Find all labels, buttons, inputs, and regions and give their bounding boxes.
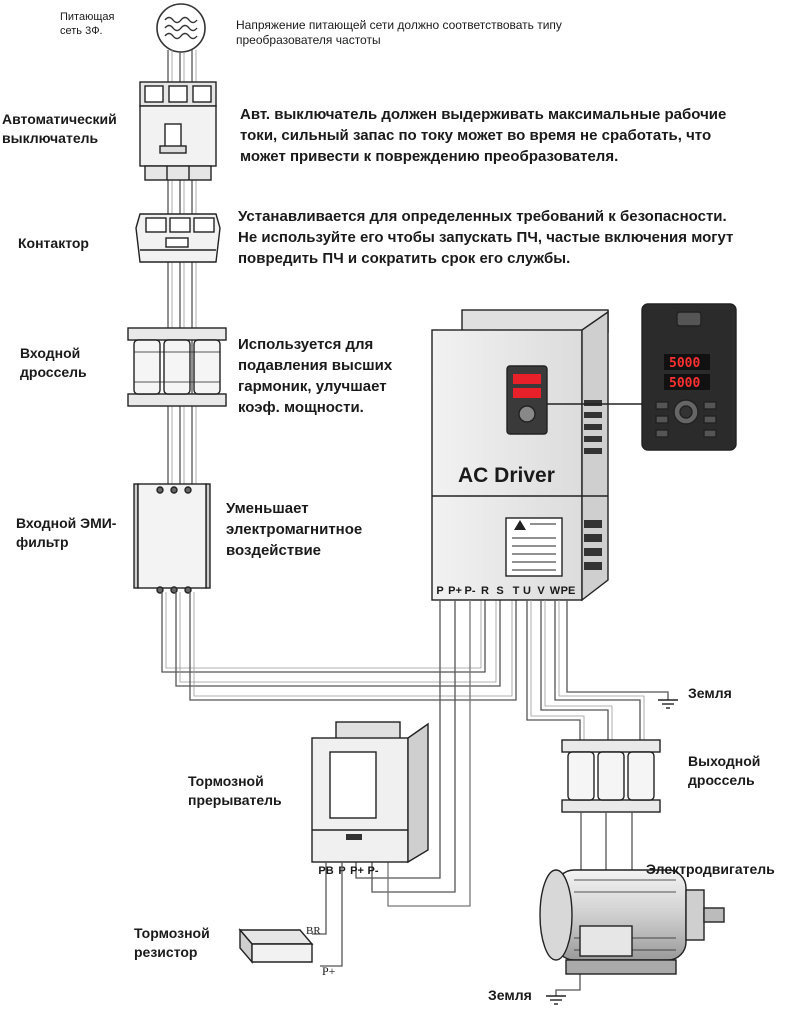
desc-contactor: Устанавливается для определенных требова… — [238, 208, 734, 267]
label-brake-chopper: Тормозной прерыватель — [188, 773, 282, 808]
drive-to-output-reactor-wires — [526, 600, 645, 748]
ground-symbol-2 — [546, 960, 581, 1005]
drive-terminal-v: V — [537, 585, 545, 597]
desc-emi-filter: Уменьшает электромагнитное воздействие — [226, 500, 363, 559]
desc-supply: Напряжение питающей сети должно соответс… — [236, 18, 562, 47]
drive-title: AC Driver — [458, 464, 555, 487]
contactor — [135, 213, 221, 263]
label-supply: Питающая сеть 3Ф. — [60, 11, 115, 37]
label-brake-resistor: Тормозной резистор — [134, 925, 210, 960]
chopper-to-resistor-wires — [312, 862, 343, 967]
drive-terminal-w: W — [550, 585, 561, 597]
remote-keypad — [641, 303, 737, 451]
drive-terminal-pminus: P- — [465, 585, 476, 597]
brake-resistor — [238, 928, 314, 964]
keypad-display-1: 5000 — [669, 356, 700, 371]
ground-symbol-1 — [566, 600, 678, 709]
desc-input-reactor: Используется для подавления высших гармо… — [238, 336, 393, 416]
resistor-label-p: P+ — [322, 964, 336, 978]
label-motor: Электродвигатель — [646, 861, 775, 877]
drive-terminal-u: U — [523, 585, 531, 597]
filter-to-drive-wires — [161, 592, 517, 701]
dc-bus-wires — [355, 600, 471, 907]
label-ground-2: Земля — [488, 987, 532, 1003]
chopper-terminal-pplus: P+ — [350, 865, 364, 877]
input-reactor — [127, 327, 227, 407]
drive-terminal-pplus: P+ — [448, 585, 462, 597]
keypad-display-2: 5000 — [669, 376, 700, 391]
circuit-breaker — [139, 81, 217, 181]
label-ground-1: Земля — [688, 685, 732, 701]
supply-symbol — [156, 3, 206, 53]
drive-terminal-t: T — [513, 585, 520, 597]
label-breaker: Автоматический выключатель — [2, 111, 117, 146]
resistor-label-br: BR — [306, 925, 321, 937]
label-contactor: Контактор — [18, 235, 89, 251]
drive-terminal-s: S — [496, 585, 503, 597]
ac-drive — [431, 309, 642, 602]
output-reactor — [561, 739, 661, 813]
desc-breaker: Авт. выключатель должен выдерживать макс… — [240, 106, 727, 165]
label-emi-filter: Входной ЭМИ- фильтр — [16, 515, 117, 550]
drive-terminal-pe: PE — [561, 585, 576, 597]
label-input-reactor: Входной дроссель — [20, 345, 87, 380]
chopper-terminal-pminus: P- — [368, 865, 379, 877]
drive-terminal-p: P — [436, 585, 443, 597]
drive-terminal-r: R — [481, 585, 489, 597]
motor — [539, 869, 725, 975]
label-output-reactor: Выходной дроссель — [688, 753, 761, 788]
brake-chopper — [311, 721, 429, 864]
emi-filter — [133, 483, 211, 594]
